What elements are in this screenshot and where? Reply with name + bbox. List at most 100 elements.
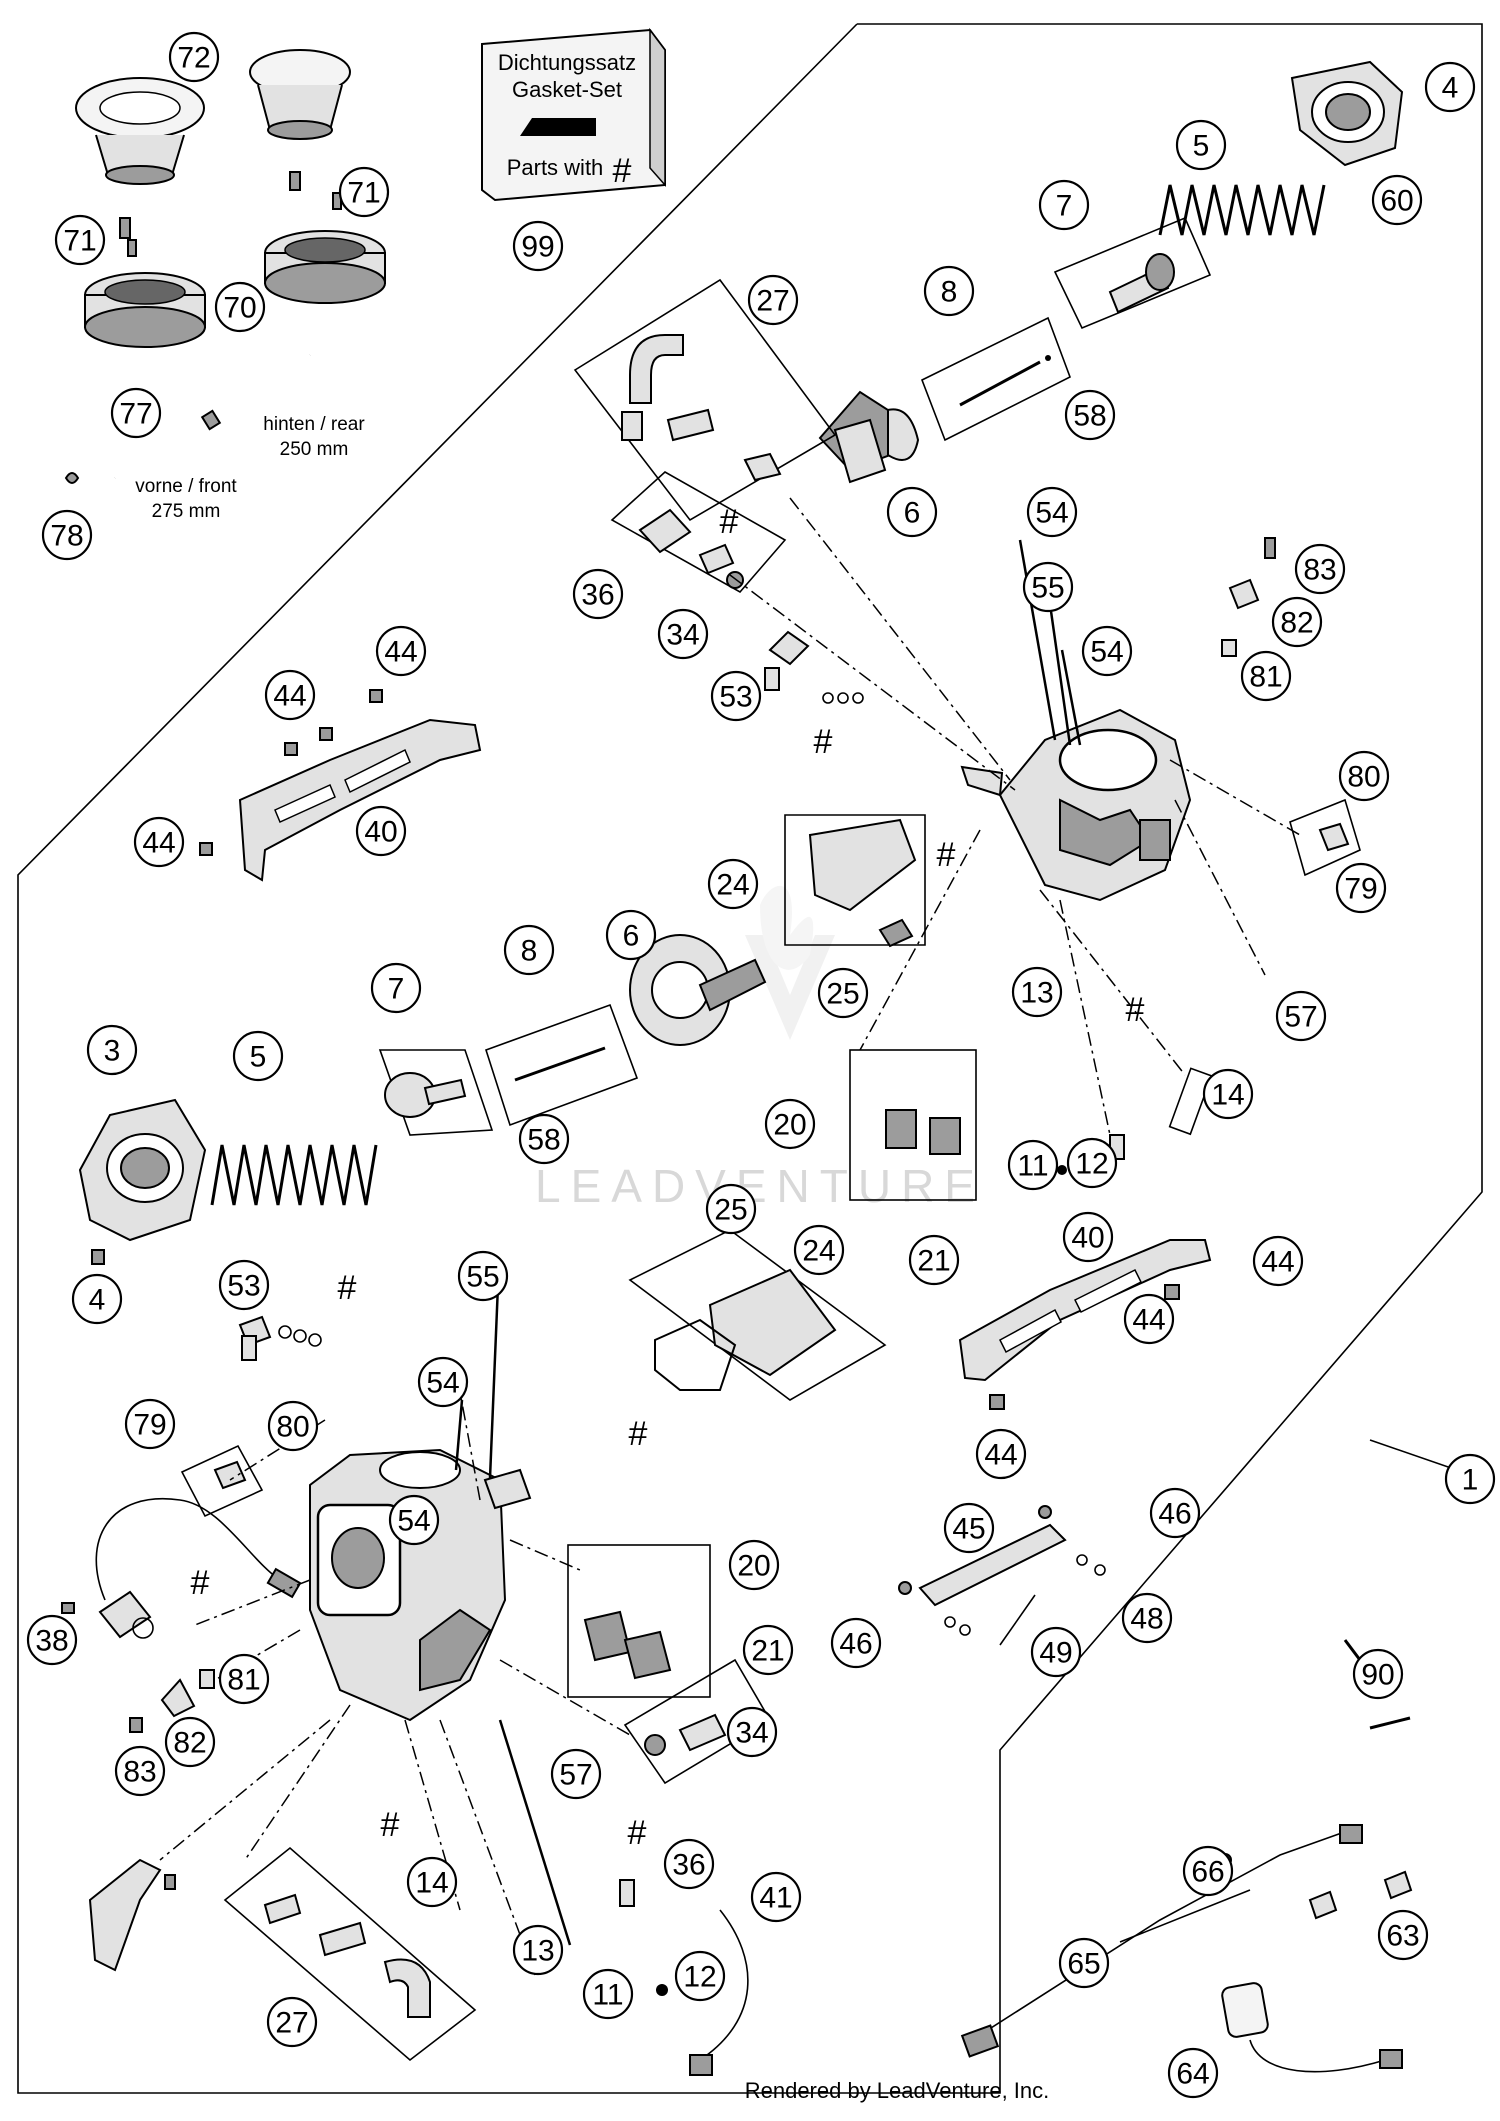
- callout-7: 7: [370, 962, 422, 1014]
- callout-number: 64: [1176, 2058, 1209, 2091]
- callout-circle: [26, 1614, 78, 1666]
- throttle-lever: [88, 1858, 176, 1972]
- callout-71: 71: [338, 166, 390, 218]
- callout-54: 54: [417, 1356, 469, 1408]
- throttle-stop-upper: [1221, 537, 1276, 657]
- callout-4: 4: [71, 1273, 123, 1325]
- callout-circle: [728, 1539, 780, 1591]
- callout-number: 44: [273, 680, 306, 713]
- callout-25: 25: [817, 967, 869, 1019]
- callout-58: 58: [1064, 389, 1116, 441]
- callout-number: 24: [802, 1235, 835, 1268]
- callout-number: 71: [63, 225, 96, 258]
- hose-front-length: 275 mm: [152, 501, 221, 522]
- callout-circle: [512, 1924, 564, 1976]
- hose-front-label: vorne / front: [135, 476, 237, 497]
- callout-number: 1: [1462, 1464, 1479, 1497]
- callout-number: 4: [1442, 72, 1459, 105]
- throttle-cover-upper: [1290, 60, 1404, 167]
- watermark-logo: [745, 885, 835, 1040]
- callout-82: 82: [164, 1716, 216, 1768]
- callout-number: 25: [714, 1194, 747, 1227]
- jets-lower: [498, 1719, 749, 2076]
- throttle-sensor-upper: [1289, 798, 1361, 877]
- callout-number: 82: [173, 1727, 206, 1760]
- callout-number: 27: [275, 2007, 308, 2040]
- float-assembly-lower: [567, 1544, 711, 1698]
- callout-number: 25: [826, 978, 859, 1011]
- callout-1: 1: [1444, 1453, 1496, 1505]
- callout-number: 20: [737, 1550, 770, 1583]
- callout-21: 21: [742, 1624, 794, 1676]
- callout-number: 60: [1380, 185, 1413, 218]
- callout-number: 55: [1031, 572, 1064, 605]
- callout-number: 6: [623, 920, 640, 953]
- callout-number: 80: [1347, 761, 1380, 794]
- needle-left: [485, 1003, 639, 1127]
- callout-number: 8: [521, 935, 538, 968]
- callout-circle: [266, 1996, 318, 2048]
- elbow-fitting-upper: [764, 630, 810, 691]
- mounting-bracket-upper: [238, 718, 482, 882]
- callout-circle: [86, 1024, 138, 1076]
- svg-text:#: #: [937, 836, 956, 874]
- callout-circle: [214, 281, 266, 333]
- callout-14: 14: [1202, 1068, 1254, 1120]
- callout-number: 45: [952, 1513, 985, 1546]
- piston-left: [378, 1049, 494, 1136]
- callout-number: 90: [1361, 1659, 1394, 1692]
- callout-number: 40: [1071, 1222, 1104, 1255]
- callout-circle: [1252, 1235, 1304, 1287]
- gasket-marks: # # # # # # # # #: [191, 503, 1145, 1852]
- float-bowl-lower: [628, 1229, 887, 1401]
- callout-34: 34: [657, 608, 709, 660]
- callout-circle: [605, 909, 657, 961]
- callout-circle: [1371, 174, 1423, 226]
- callout-number: 14: [1211, 1079, 1244, 1112]
- callout-8: 8: [503, 924, 555, 976]
- callout-number: 81: [227, 1664, 260, 1697]
- callout-circle: [503, 924, 555, 976]
- callout-circle: [663, 1838, 715, 1890]
- callout-number: 12: [683, 1961, 716, 1994]
- callout-circle: [550, 1748, 602, 1800]
- callout-circle: [417, 1356, 469, 1408]
- callout-circle: [705, 1183, 757, 1235]
- spring-left: [210, 1144, 378, 1206]
- jet-screws-lower: [454, 1284, 500, 1479]
- callout-45: 45: [943, 1502, 995, 1554]
- svg-text:#: #: [1126, 991, 1145, 1029]
- callout-number: 82: [1280, 607, 1313, 640]
- callout-circle: [457, 1250, 509, 1302]
- callout-number: 4: [89, 1284, 106, 1317]
- air-funnel-upper-right: [249, 49, 351, 140]
- callout-circle: [267, 1400, 319, 1452]
- callout-circle: [1271, 596, 1323, 648]
- kit-hash: #: [613, 152, 632, 190]
- carburetor-body-lower: [309, 1448, 532, 1722]
- callout-circle: [1123, 1293, 1175, 1345]
- funnel-screws: [119, 171, 342, 257]
- callout-27: 27: [266, 1996, 318, 2048]
- callout-number: 83: [1303, 554, 1336, 587]
- callout-circle: [218, 1259, 270, 1311]
- callout-circle: [1058, 1937, 1110, 1989]
- ktm-logo: [520, 118, 596, 136]
- svg-text:#: #: [338, 1269, 357, 1307]
- callout-number: 54: [1090, 636, 1123, 669]
- screws-90: [1343, 1639, 1411, 1730]
- throttle-stop-lower: [129, 1669, 215, 1733]
- callout-number: 8: [941, 276, 958, 309]
- callout-number: 27: [756, 285, 789, 318]
- callout-24: 24: [793, 1224, 845, 1276]
- callout-circle: [54, 214, 106, 266]
- callout-circle: [1022, 561, 1074, 613]
- callout-number: 44: [1132, 1304, 1165, 1337]
- callout-70: 70: [214, 281, 266, 333]
- callout-circle: [1007, 1139, 1059, 1191]
- callout-circle: [164, 1716, 216, 1768]
- callout-40: 40: [1062, 1211, 1114, 1263]
- callout-number: 7: [1056, 190, 1073, 223]
- callout-number: 54: [426, 1367, 459, 1400]
- callout-12: 12: [674, 1950, 726, 2002]
